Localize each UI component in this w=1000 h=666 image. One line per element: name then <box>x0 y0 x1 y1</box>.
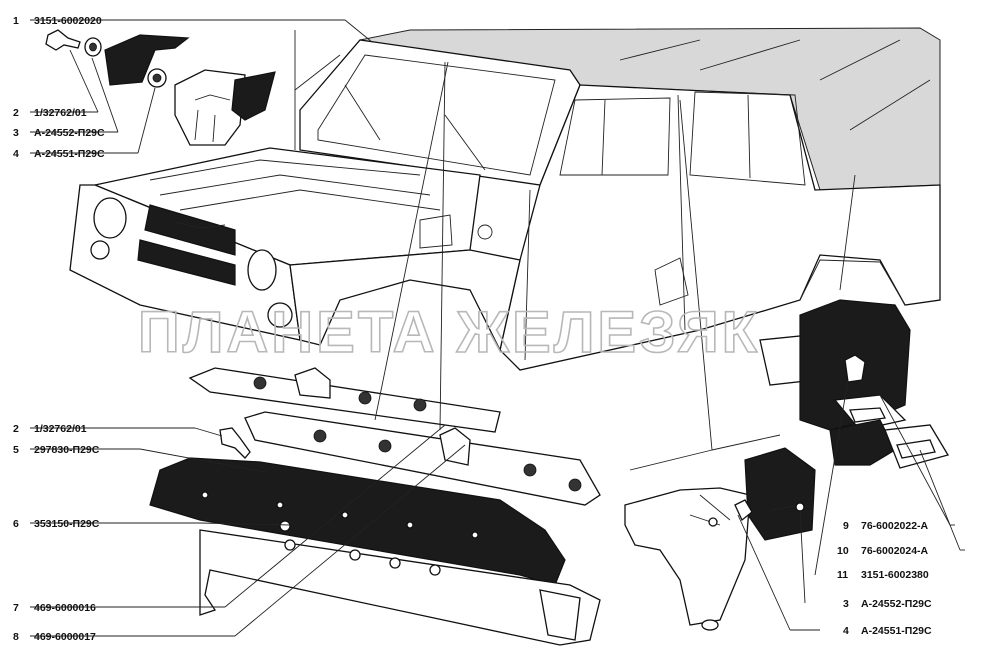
callout-part-code: 297830-П29С <box>34 444 100 456</box>
callout-number: 1 <box>13 15 19 27</box>
callout-part-code: 1/32762/01 <box>34 107 87 119</box>
callout-3-top: 3 А-24552-П29С <box>13 127 105 139</box>
callout-3-right: 3 А-24552-П29С <box>843 598 932 610</box>
callout-part-code: 469-6000017 <box>34 631 96 643</box>
leader-lines <box>30 19 965 637</box>
callout-6: 6 353150-П29С <box>13 518 100 530</box>
callout-number: 9 <box>843 520 849 532</box>
callout-part-code: А-24551-П29С <box>34 148 105 160</box>
callout-2-bottom: 2 1/32762/01 <box>13 423 87 435</box>
callout-2-top: 2 1/32762/01 <box>13 107 87 119</box>
watermark: ПЛАНЕТА ЖЕЛЕЗЯК <box>138 300 760 365</box>
callout-part-code: А-24551-П29С <box>861 625 932 637</box>
callout-part-code: 1/32762/01 <box>34 423 87 435</box>
rail-middle <box>244 411 601 506</box>
rail-lower <box>199 520 601 646</box>
callout-part-code: 3151-6002020 <box>34 15 102 27</box>
callout-part-code: А-24552-П29С <box>34 127 105 139</box>
callout-number: 10 <box>837 545 849 557</box>
callout-8: 8 469-6000017 <box>13 631 96 643</box>
callout-number: 3 <box>843 598 849 610</box>
fastener-group-top <box>45 29 276 146</box>
callout-10: 10 76-6002024-А <box>837 545 929 557</box>
callout-part-code: 353150-П29С <box>34 518 100 530</box>
callout-number: 2 <box>13 423 19 435</box>
callout-11: 11 3151-6002380 <box>837 569 929 581</box>
callout-number: 6 <box>13 518 19 530</box>
callout-part-code: 76-6002024-А <box>861 545 929 557</box>
callout-4-right: 4 А-24551-П29С <box>843 625 932 637</box>
callout-number: 8 <box>13 631 19 643</box>
callout-7: 7 469-6000016 <box>13 602 96 614</box>
callout-part-code: 76-6002022-А <box>861 520 929 532</box>
vehicle-body <box>69 27 941 371</box>
bracket-group-right <box>759 299 949 469</box>
bolt-297830 <box>219 427 251 459</box>
callout-number: 11 <box>837 569 848 581</box>
callout-part-code: 469-6000016 <box>34 602 96 614</box>
callout-4-top: 4 А-24551-П29С <box>13 148 105 160</box>
callout-5: 5 297830-П29С <box>13 444 100 456</box>
callout-9: 9 76-6002022-А <box>843 520 929 532</box>
callout-number: 3 <box>13 127 19 139</box>
callout-number: 4 <box>13 148 19 160</box>
callout-labels: 1 3151-6002020 2 1/32762/01 3 А-24552-П2… <box>13 15 932 643</box>
callout-1: 1 3151-6002020 <box>13 15 102 27</box>
callout-number: 5 <box>13 444 19 456</box>
callout-part-code: 3151-6002380 <box>861 569 929 581</box>
rail-upper <box>188 367 501 433</box>
callout-number: 7 <box>13 602 19 614</box>
callout-part-code: А-24552-П29С <box>861 598 932 610</box>
corner-bracket-right <box>624 447 816 631</box>
callout-number: 4 <box>843 625 849 637</box>
seal-strip <box>149 457 566 586</box>
callout-number: 2 <box>13 107 19 119</box>
